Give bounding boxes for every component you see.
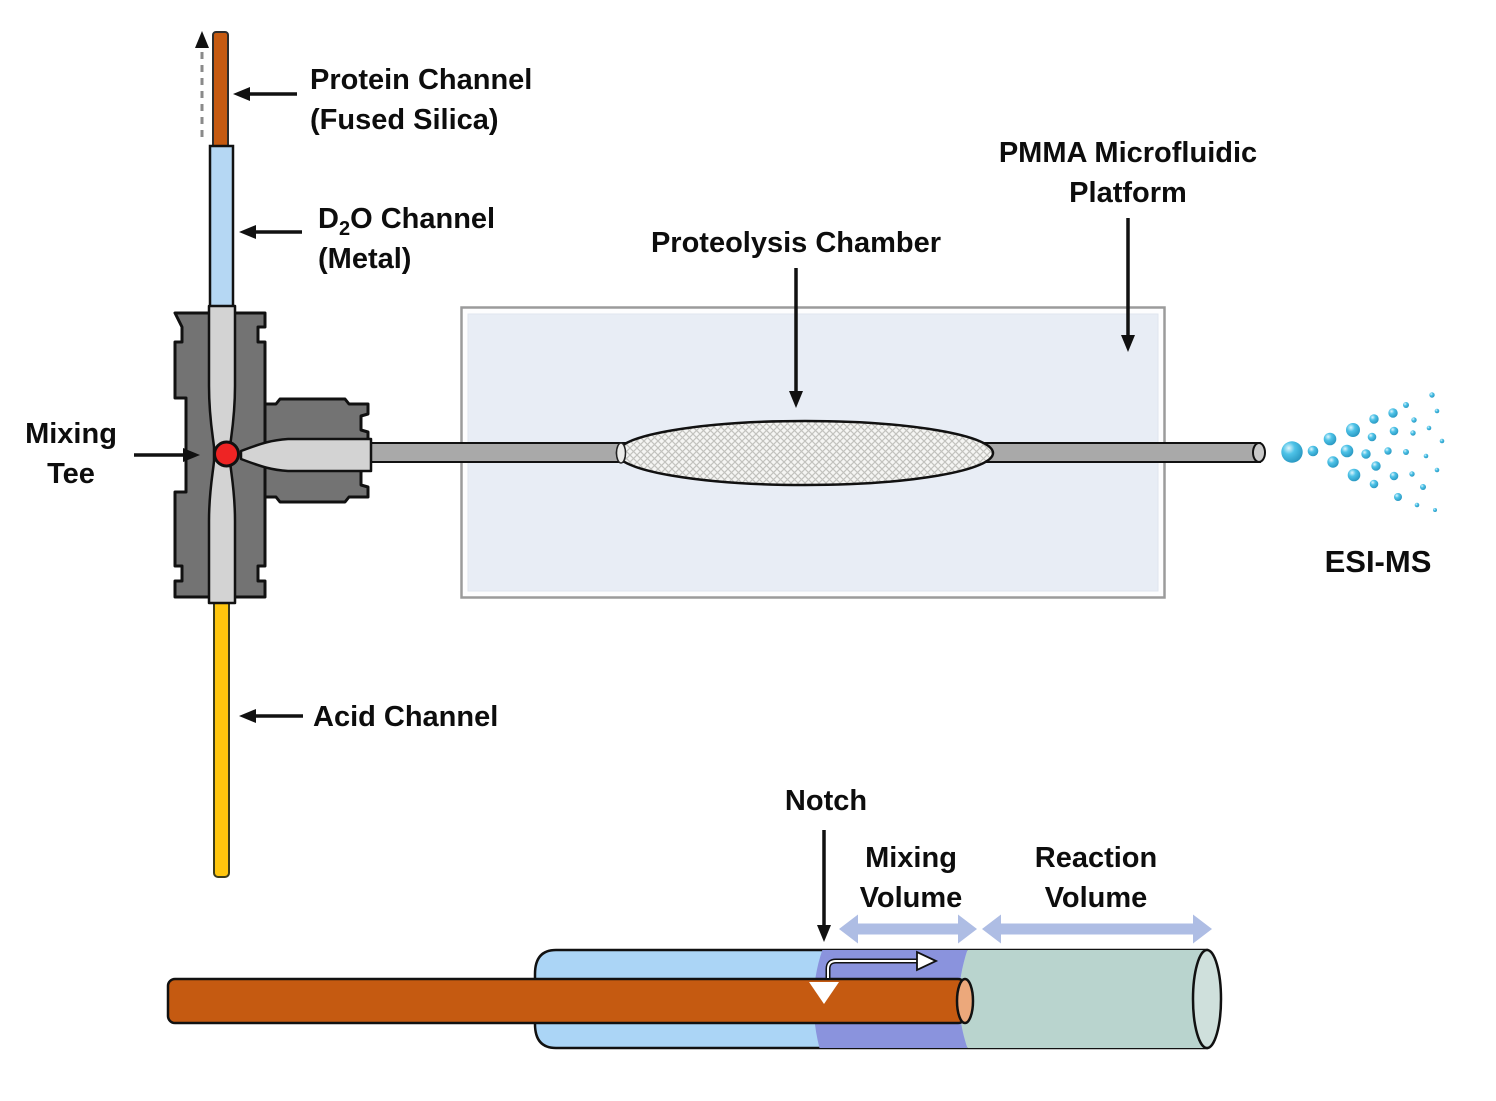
acid-arrow-head [239,709,256,723]
spray-droplet [1403,402,1409,408]
spray-droplet [1371,461,1381,471]
mixing-volume-label-line1: Mixing [865,842,957,874]
spray-droplet [1346,423,1360,437]
spray-droplet [1367,432,1377,442]
pmma-arrow-head [1121,335,1135,352]
mixing-volume-span-arrow [839,914,977,944]
spray-droplet [1433,508,1437,512]
spray-droplet [1281,441,1303,463]
spray-droplet [1323,432,1337,446]
esi-spray [1281,392,1445,512]
protein-channel-tube [212,31,229,150]
proteolysis-chamber-label: Proteolysis Chamber [651,227,941,259]
d2o-arrow-head [239,225,256,239]
reaction-zone [959,950,1207,1048]
proteolysis-chamber-callout: Proteolysis Chamber [651,227,941,408]
pmma-label-line1: PMMA Microfluidic [999,137,1257,169]
spray-droplet [1389,471,1399,481]
spray-droplet [1389,426,1399,436]
flow-direction-dashed-arrow [195,31,209,137]
inner-tube-end-cap [955,977,975,1025]
reaction-volume-label-line1: Reaction [1035,842,1157,874]
spray-droplet [1347,468,1361,482]
protein-channel-callout: Protein Channel (Fused Silica) [233,64,532,136]
spray-droplet [1409,471,1415,477]
d2o-label-subscript: 2 [339,218,350,240]
spray-droplet [1423,453,1429,459]
flow-arrow-core [827,960,920,978]
protein-arrow-head [233,87,250,101]
dashed-arrow-head [195,31,209,48]
proteolysis-chamber-body [615,419,995,487]
spray-droplet [1369,479,1379,489]
notch-arrow-head [817,925,831,942]
d2o-channel-label-line1: D2O Channel [318,203,495,240]
mixing-tee-callout: Mixing Tee [25,418,200,490]
notch-callout: Notch [785,785,867,942]
outer-tube-end-cap [1191,948,1223,1050]
spray-droplet [1388,408,1398,418]
spray-droplet [1414,502,1420,508]
proteolysis-chamber [615,419,995,487]
protein-channel-label-line2: (Fused Silica) [310,104,499,136]
mixing-tee [173,304,373,605]
flow-arrow-head [916,950,939,972]
chamber-inlet-opening [615,442,627,464]
mixing-volume-label-line2: Volume [860,882,963,914]
reaction-volume-label-line2: Volume [1045,882,1148,914]
spray-droplet [1340,444,1354,458]
spray-droplet [1420,484,1426,490]
proteolysis-arrow-head [789,391,803,408]
pmma-platform-callout: PMMA Microfluidic Platform [999,137,1257,352]
spray-droplet [1307,445,1319,457]
d2o-channel-tube [208,144,235,316]
spray-droplet [1411,417,1417,423]
spray-droplet [1439,438,1445,444]
d2o-label-post: O Channel [350,203,495,235]
esi-ms-label: ESI-MS [1325,544,1432,579]
acid-channel-label: Acid Channel [313,701,498,733]
mixing-volume-callout: Mixing Volume [839,842,977,944]
mixing-tee-arrow-head [183,448,200,462]
reaction-volume-span-arrow [982,914,1212,944]
spray-droplet [1410,430,1416,436]
mixing-tee-label-line1: Mixing [25,418,117,450]
acid-channel-callout: Acid Channel [239,701,498,733]
spray-tip-cap [1252,442,1266,463]
tube-in-tube-detail: Notch Mixing Volume Reaction Volume [166,785,1223,1050]
spray-droplet [1394,493,1402,501]
tee-horizontal-channel [239,437,373,473]
inner-tube-protein [166,977,967,1025]
mixing-point-dot [213,440,240,468]
d2o-channel-callout: D2O Channel (Metal) [239,203,495,275]
spray-droplet [1434,467,1440,473]
spray-droplet [1426,425,1432,431]
pmma-label-line2: Platform [1069,177,1187,209]
spray-droplet [1327,456,1339,468]
spray-droplet [1369,414,1379,424]
mixing-tee-label-line2: Tee [47,458,95,490]
protein-channel-label-line1: Protein Channel [310,64,532,96]
acid-channel-tube [213,598,230,878]
spray-droplet [1384,447,1392,455]
notch-cut [809,982,839,1004]
reaction-volume-callout: Reaction Volume [982,842,1212,944]
d2o-channel-label-line2: (Metal) [318,243,411,275]
notch-label: Notch [785,785,867,817]
spray-droplet [1434,408,1440,414]
notch-flow-arrow [825,950,939,978]
d2o-label-pre: D [318,203,339,235]
spray-droplet [1403,449,1409,455]
spray-droplet [1429,392,1435,398]
spray-droplet [1361,449,1371,459]
